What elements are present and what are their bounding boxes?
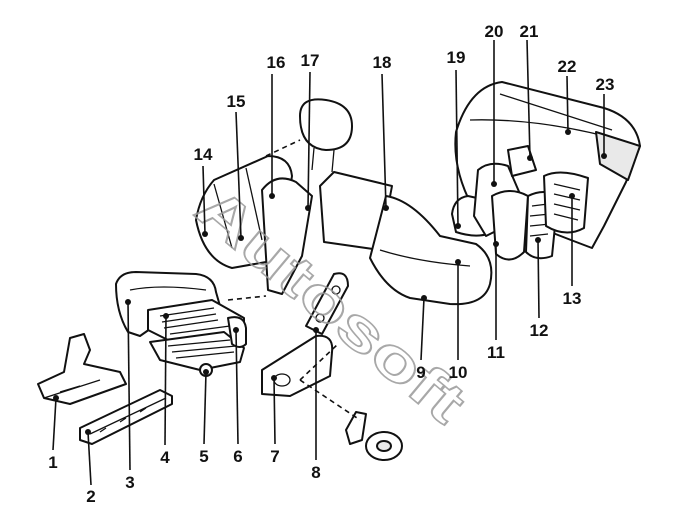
callout-labels: 1 2 3 4 5 6 7 8 9 10 11 12 13 14 15 16 1… (48, 22, 614, 506)
part-knob-lever (299, 379, 403, 461)
part-13-rear-back-panel (543, 171, 589, 234)
callout-15: 15 (227, 92, 246, 111)
part-21-latch (507, 145, 537, 177)
callout-9: 9 (416, 363, 425, 382)
callout-6: 6 (233, 447, 242, 466)
part-23-trim (595, 131, 641, 181)
callout-7: 7 (270, 447, 279, 466)
part-7-recliner-cover (261, 334, 334, 397)
callout-1: 1 (48, 453, 57, 472)
part-2-seat-track (79, 389, 173, 445)
part-5-seat-base (149, 331, 245, 377)
callout-5: 5 (199, 447, 208, 466)
callout-12: 12 (530, 321, 549, 340)
callout-22: 22 (558, 57, 577, 76)
parts-layer (37, 81, 641, 461)
part-8-recliner-mechanism (305, 272, 349, 335)
part-1-bracket (37, 333, 127, 405)
callout-8: 8 (311, 463, 320, 482)
callout-10: 10 (449, 363, 468, 382)
callout-4: 4 (160, 448, 170, 467)
callout-19: 19 (447, 48, 466, 67)
leader-dots (53, 129, 607, 435)
callout-20: 20 (485, 22, 504, 41)
leader-lines (52, 39, 605, 486)
part-11-rear-back-cover (491, 190, 529, 261)
callout-3: 3 (125, 473, 134, 492)
part-3-seat-cushion (115, 271, 221, 337)
callout-17: 17 (301, 51, 320, 70)
callout-18: 18 (373, 53, 392, 72)
callout-14: 14 (194, 145, 213, 164)
callout-23: 23 (596, 75, 615, 94)
callout-21: 21 (520, 22, 539, 41)
callout-13: 13 (563, 289, 582, 308)
part-10-rear-seat-cushion (369, 195, 493, 306)
callout-11: 11 (487, 343, 505, 362)
callout-2: 2 (86, 487, 95, 506)
part-17-headrest (299, 98, 353, 173)
callout-16: 16 (267, 53, 286, 72)
part-16-seat-back-cover (261, 177, 313, 295)
